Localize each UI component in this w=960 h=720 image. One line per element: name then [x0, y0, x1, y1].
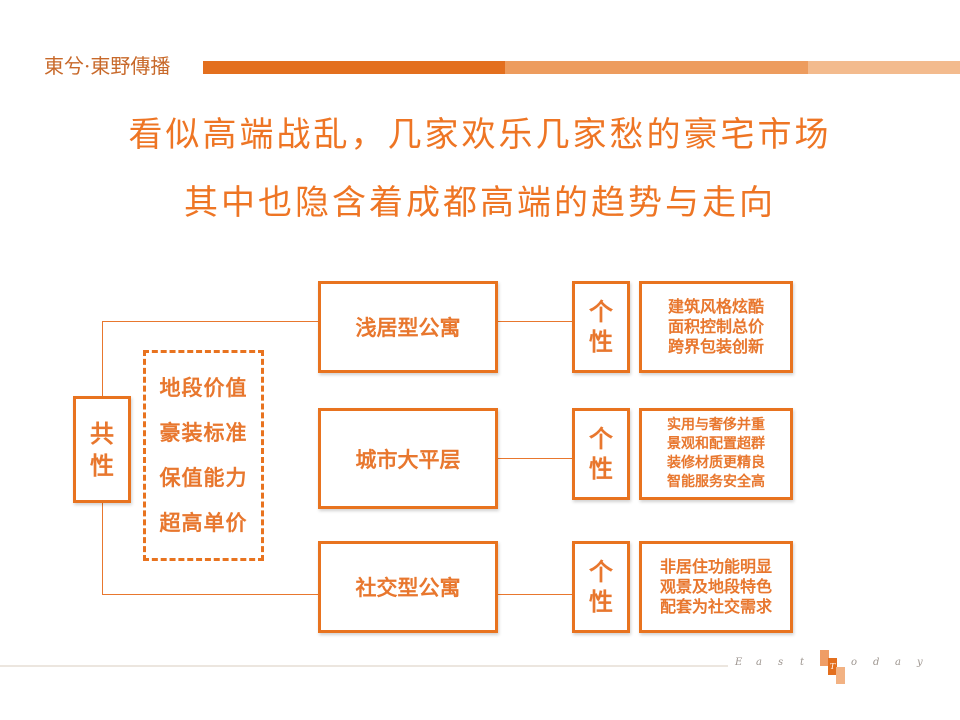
- connector-cat1-individuality: [498, 321, 572, 322]
- common-trait: 超高单价: [159, 511, 248, 536]
- detail-line: 非居住功能明显: [659, 557, 772, 576]
- common-trait: 地段价值: [159, 375, 248, 400]
- header-bar-light: [808, 61, 960, 74]
- individuality-char-1: 个: [589, 558, 613, 586]
- category-name: 浅居型公寓: [355, 316, 461, 340]
- common-traits-box: 共 性: [73, 396, 131, 503]
- common-label-char-1: 共: [90, 419, 114, 448]
- individuality-char-1: 个: [589, 425, 613, 453]
- footer-letter: t: [800, 657, 805, 668]
- category-box-shallow-living-apartment: 浅居型公寓: [318, 281, 498, 373]
- category-name: 社交型公寓: [355, 576, 461, 600]
- footer-square-middle: T: [828, 658, 837, 675]
- connector-common-down: [102, 503, 103, 594]
- detail-line: 面积控制总价: [667, 317, 764, 336]
- title-line-2: 其中也隐含着成都高端的趋势与走向: [184, 183, 776, 223]
- common-traits-list: 地段价值 豪装标准 保值能力 超高单价: [143, 350, 264, 561]
- connector-common-up: [102, 321, 103, 396]
- individuality-char-2: 性: [589, 328, 613, 356]
- detail-line: 装修材质更精良: [667, 455, 765, 471]
- footer-square-top: [820, 650, 829, 666]
- footer-letter: y: [917, 657, 923, 668]
- footer-letter: a: [756, 657, 762, 668]
- connector-to-category-1: [102, 321, 318, 322]
- header-bar-dark: [203, 61, 505, 74]
- connector-cat3-individuality: [498, 594, 572, 595]
- footer-letter: s: [778, 657, 784, 668]
- footer-letter: a: [895, 657, 901, 668]
- category-name: 城市大平层: [355, 447, 461, 472]
- category-box-social-apartment: 社交型公寓: [318, 541, 498, 633]
- individuality-box: 个 性: [572, 408, 630, 500]
- category-box-city-flat: 城市大平层: [318, 408, 498, 509]
- individuality-char-1: 个: [589, 298, 613, 326]
- detail-line: 景观和配置超群: [667, 436, 765, 452]
- detail-line: 跨界包装创新: [667, 337, 764, 356]
- detail-line: 观景及地段特色: [659, 577, 772, 596]
- common-trait: 保值能力: [159, 466, 248, 491]
- detail-line: 建筑风格炫酷: [667, 297, 764, 316]
- common-label-char-2: 性: [90, 451, 114, 480]
- brand-logo: 東兮·東野傳播: [44, 54, 171, 78]
- individuality-char-2: 性: [589, 455, 613, 483]
- connector-to-category-3: [102, 594, 318, 595]
- individuality-char-2: 性: [589, 588, 613, 616]
- detail-line: 智能服务安全高: [667, 474, 765, 490]
- detail-line: 配套为社交需求: [659, 597, 772, 616]
- title-line-1: 看似高端战乱，几家欢乐几家愁的豪宅市场: [128, 115, 832, 155]
- footer-letter: o: [851, 657, 858, 668]
- details-box: 非居住功能明显 观景及地段特色 配套为社交需求: [639, 541, 793, 633]
- footer-square-bottom: [836, 667, 845, 684]
- individuality-box: 个 性: [572, 541, 630, 633]
- details-box: 实用与奢侈并重 景观和配置超群 装修材质更精良 智能服务安全高: [639, 408, 793, 500]
- footer-letter: d: [873, 657, 880, 668]
- common-trait: 豪装标准: [159, 420, 248, 445]
- header-bar-medium: [505, 61, 808, 74]
- details-box: 建筑风格炫酷 面积控制总价 跨界包装创新: [639, 281, 793, 373]
- individuality-box: 个 性: [572, 281, 630, 373]
- detail-line: 实用与奢侈并重: [667, 417, 765, 433]
- connector-cat2-individuality: [498, 458, 572, 459]
- footer-rule: [0, 665, 728, 667]
- footer-letter: E: [735, 657, 743, 668]
